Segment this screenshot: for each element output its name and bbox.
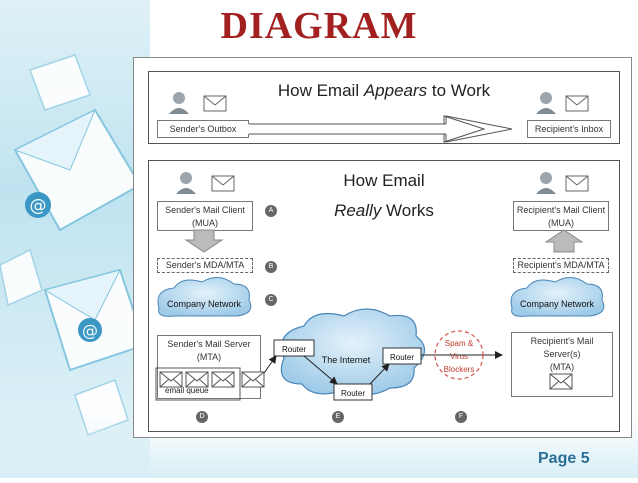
person-icon xyxy=(169,92,189,114)
down-arrow-icon xyxy=(184,229,224,253)
company-network-left-label: Company Network xyxy=(167,299,242,309)
router-to-router-arrow xyxy=(369,363,390,385)
spam-label-1: Spam & xyxy=(444,339,474,348)
envelope-icon xyxy=(159,371,183,388)
really-heading-line2: Really Works xyxy=(299,201,469,221)
company-network-cloud-left: Company Network xyxy=(157,277,252,317)
spam-virus-blockers: Spam & Virus Blockers xyxy=(434,337,484,376)
email-queue-envelopes xyxy=(155,367,265,401)
recipient-mail-client-label: Recipient's Mail Client xyxy=(516,205,606,215)
envelope-icon xyxy=(565,175,589,192)
up-arrow-icon xyxy=(544,229,584,253)
appears-heading-pre: How Email xyxy=(277,81,364,100)
person-icon xyxy=(176,172,196,194)
envelope-decoration-graphic: @ @ xyxy=(0,54,147,436)
appears-heading-post: to Work xyxy=(427,81,491,100)
svg-text:@: @ xyxy=(82,321,98,340)
outbox-to-inbox-arrow xyxy=(247,115,513,143)
router-to-router-arrow xyxy=(303,355,338,385)
recipient-inbox: Recipient's Inbox xyxy=(527,120,611,138)
page-number: Page 5 xyxy=(538,450,590,467)
marker-b: B xyxy=(265,261,277,273)
page-title: DIAGRAM xyxy=(220,5,418,47)
svg-text:@: @ xyxy=(30,196,47,216)
router-node: Router xyxy=(333,383,373,401)
really-heading-emphasis: Really xyxy=(334,201,382,220)
router-label: Router xyxy=(390,353,414,362)
person-icon xyxy=(536,92,556,114)
sender-mda-mta: Sender's MDA/MTA xyxy=(157,258,253,273)
sender-mail-client: Sender's Mail Client (MUA) xyxy=(157,201,253,231)
appears-heading: How Email Appears to Work xyxy=(149,81,619,101)
internet-cloud: The Internet xyxy=(280,308,426,396)
envelope-icon xyxy=(241,371,265,388)
recipient-mail-server-label: Recipient's Mail Server(s) xyxy=(530,336,594,359)
marker-e: E xyxy=(332,411,344,423)
sender-mail-client-label: Sender's Mail Client xyxy=(165,205,245,215)
envelope-icon xyxy=(211,175,235,192)
marker-a: A xyxy=(265,205,277,217)
sender-mail-client-sub: (MUA) xyxy=(192,218,218,228)
envelope-icon xyxy=(185,371,209,388)
really-heading-post: Works xyxy=(381,201,434,220)
appears-heading-emphasis: Appears xyxy=(363,81,428,100)
sender-mail-server-label: Sender's Mail Server xyxy=(167,339,251,349)
sender-mail-server: Sender's Mail Server (MTA) xyxy=(157,335,261,399)
spam-blocker-ring xyxy=(434,330,484,380)
envelope-icon xyxy=(211,371,235,388)
recipient-mail-server-sub: (MTA) xyxy=(549,362,575,372)
spam-label-2: Virus xyxy=(449,352,469,361)
marker-f: F xyxy=(455,411,467,423)
router-label: Router xyxy=(341,389,365,398)
recipient-mail-server: Recipient's Mail Server(s) (MTA) xyxy=(511,332,613,397)
spam-label-3: Blockers xyxy=(443,365,475,374)
really-heading-line1: How Email xyxy=(343,171,425,190)
recipient-mail-client: Recipient's Mail Client (MUA) xyxy=(513,201,609,231)
internet-label: The Internet xyxy=(322,355,371,365)
company-network-cloud-right: Company Network xyxy=(510,277,605,317)
router-label: Router xyxy=(282,345,306,354)
envelope-icon xyxy=(549,373,573,390)
person-icon xyxy=(536,172,556,194)
envelope-icon xyxy=(565,95,589,112)
router-node: Router xyxy=(382,347,422,365)
company-network-right-label: Company Network xyxy=(520,299,595,309)
diagram-graphics: Company Network Company Network The Inte… xyxy=(155,92,605,401)
router-node: Router xyxy=(273,339,315,357)
envelope-icon xyxy=(203,95,227,112)
marker-d: D xyxy=(196,411,208,423)
email-queue-label: email queue xyxy=(165,386,209,395)
diagram-frame: How Email Appears to Work Sender's Outbo… xyxy=(133,57,632,438)
sender-mail-server-sub: (MTA) xyxy=(196,352,222,362)
recipient-mda-mta: Recipient's MDA/MTA xyxy=(513,258,609,273)
decorative-background: @ @ xyxy=(0,0,150,478)
marker-c: C xyxy=(265,294,277,306)
recipient-mail-client-sub: (MUA) xyxy=(548,218,574,228)
